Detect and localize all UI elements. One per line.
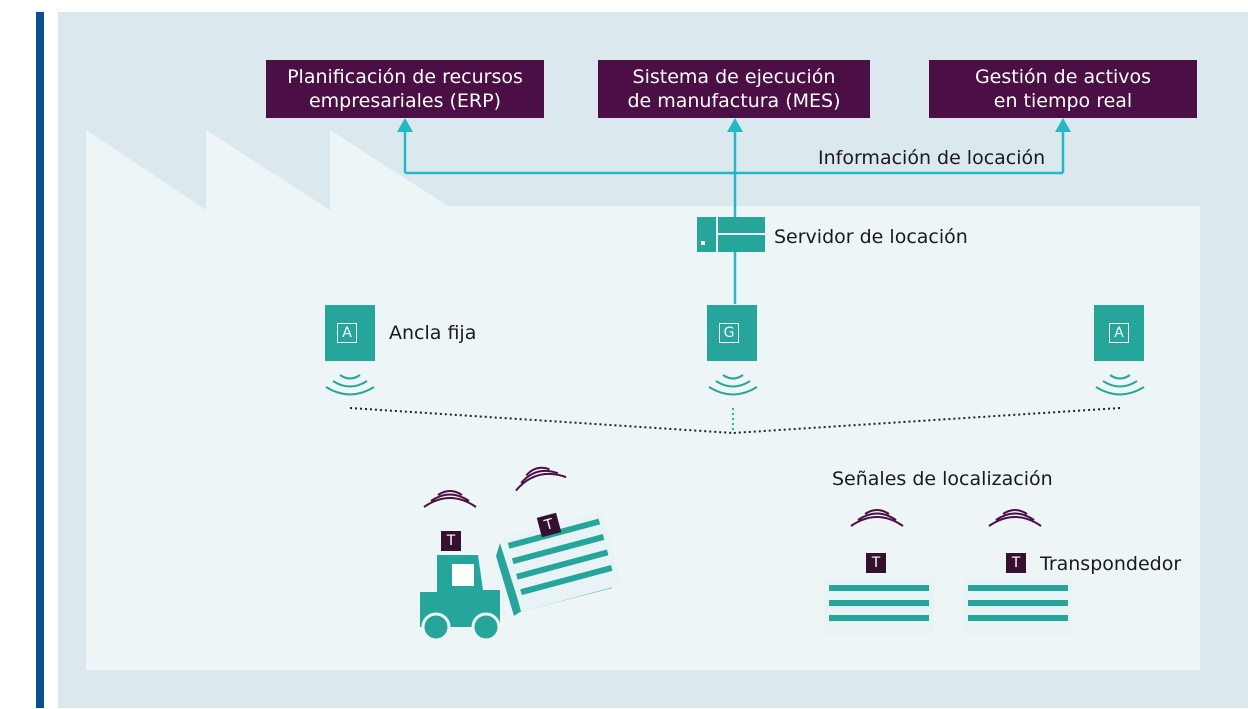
tag-icon: T	[1006, 553, 1026, 573]
anchor-badge-right: A	[1109, 323, 1129, 343]
anchor-left-icon	[325, 305, 375, 361]
factory-silhouette	[86, 130, 1200, 670]
localization-signals-label: Señales de localización	[832, 468, 1053, 490]
accent-bar	[36, 12, 44, 708]
anchor-badge-left: A	[337, 323, 357, 343]
gateway-badge: G	[719, 323, 739, 343]
rtam-line1: Gestión de activos	[974, 66, 1152, 88]
anchor-right-icon	[1094, 305, 1144, 361]
rtam-system-box: Gestión de activos en tiempo real	[929, 60, 1197, 118]
erp-system-box: Planificación de recursos empresariales …	[266, 60, 544, 118]
pallet-icon	[963, 578, 1073, 634]
location-info-connectors	[403, 128, 1065, 304]
tag-icon: T	[866, 553, 886, 573]
transponder-label: Transpondedor	[1040, 553, 1182, 575]
mes-line2: de manufactura (MES)	[627, 90, 841, 112]
erp-line2: empresariales (ERP)	[308, 90, 501, 112]
rtam-line2: en tiempo real	[993, 90, 1133, 112]
mes-line1: Sistema de ejecución	[632, 66, 836, 88]
erp-line1: Planificación de recursos	[287, 66, 523, 88]
location-info-label: Información de locación	[818, 147, 1046, 169]
arrowheads	[397, 118, 1071, 132]
localization-dotted-lines	[349, 407, 1121, 434]
mes-system-box: Sistema de ejecución de manufactura (MES…	[598, 60, 870, 118]
fixed-anchor-label: Ancla fija	[389, 322, 477, 344]
server-icon	[697, 217, 765, 252]
location-server-label: Servidor de locación	[774, 226, 968, 248]
gateway-icon	[707, 305, 757, 361]
pallet-icon	[824, 578, 934, 634]
tag-icon: T	[441, 531, 461, 551]
